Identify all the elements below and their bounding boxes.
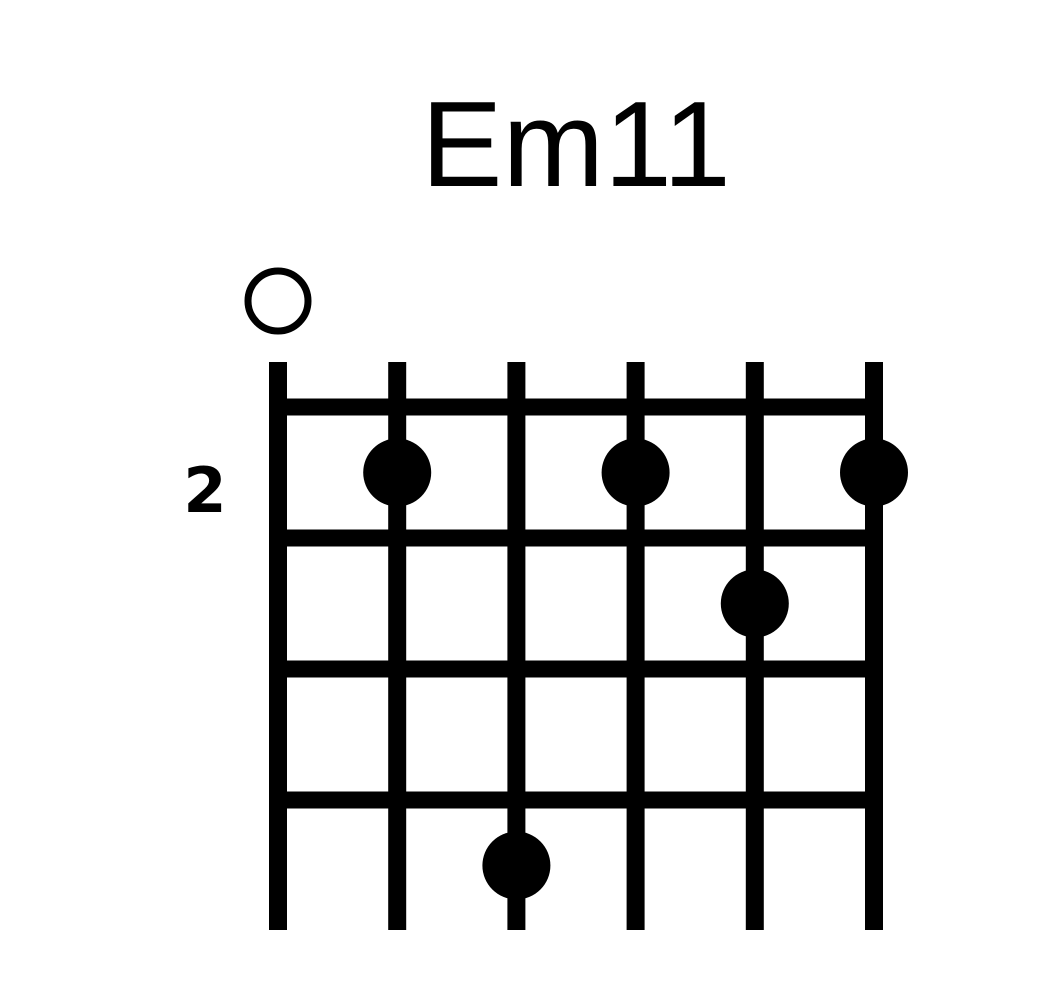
finger-dot: [840, 438, 908, 507]
start-fret-label: 2: [183, 454, 226, 527]
open-string-marker: [244, 267, 312, 335]
chord-name: Em11: [421, 76, 731, 212]
finger-dot: [482, 831, 551, 900]
finger-dot: [601, 438, 670, 507]
markers: [244, 267, 908, 900]
finger-dot: [363, 438, 432, 507]
fretboard: [269, 362, 883, 930]
finger-dot: [720, 569, 789, 638]
